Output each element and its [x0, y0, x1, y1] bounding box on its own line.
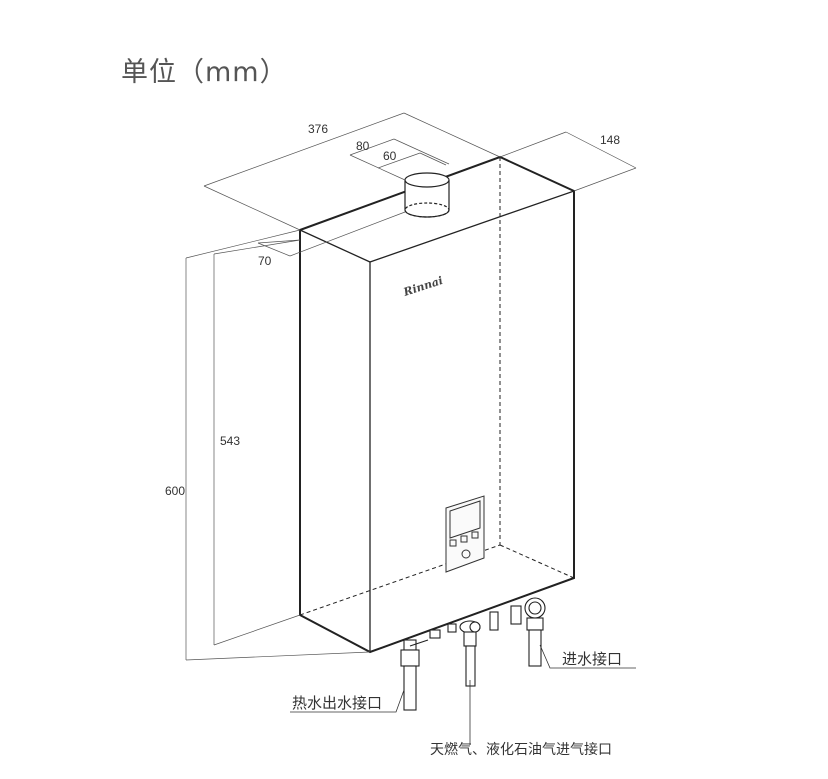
flue-pipe: [404, 172, 450, 218]
dim-flue-offset: 70: [258, 254, 272, 268]
callout-cold-water-inlet: 进水接口: [562, 650, 622, 668]
control-panel: [445, 495, 485, 573]
dim-flue-outer: 80: [356, 139, 370, 153]
panel-button-mode: [460, 535, 468, 543]
heater-body: [299, 155, 575, 654]
unit-label: 单位（mm）: [121, 57, 288, 88]
dim-width: 376: [308, 122, 328, 136]
dim-depth: 148: [600, 133, 620, 147]
dimension-lines: [185, 112, 637, 661]
dim-height-body: 543: [220, 434, 240, 448]
callout-gas-inlet: 天燃气、液化石油气进气接口: [430, 741, 612, 758]
gas-inlet-fitting: [459, 611, 499, 687]
hot-water-outlet-fitting: [400, 639, 429, 711]
panel-button-down: [449, 539, 457, 547]
display-screen: [449, 500, 481, 539]
panel-button-up: [471, 531, 479, 539]
power-button-icon: [461, 549, 471, 559]
cold-water-inlet-fitting: [510, 597, 546, 667]
dim-height-total: 600: [165, 484, 185, 498]
callout-leaders: [290, 644, 636, 745]
bottom-fittings: [400, 597, 546, 711]
callout-hot-water-outlet: 热水出水接口: [292, 694, 382, 712]
dim-flue-inner: 60: [383, 149, 397, 163]
